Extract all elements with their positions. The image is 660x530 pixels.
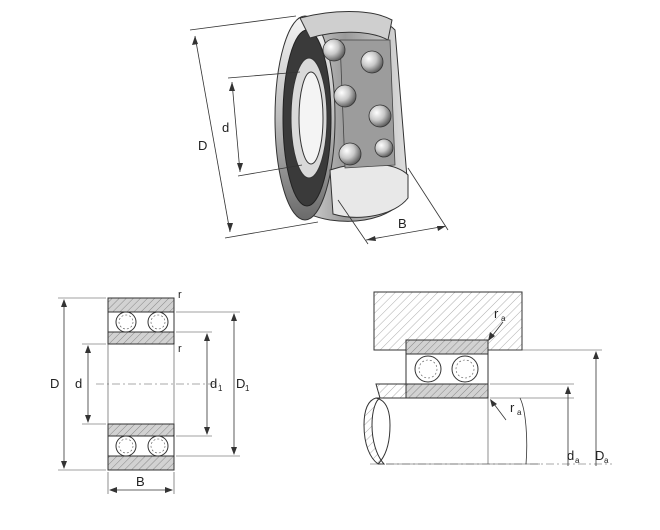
section-label-B: B — [136, 474, 145, 489]
iso-cage — [339, 39, 396, 169]
section-view: D d d 1 D 1 r r B — [50, 289, 250, 494]
mounting-view: d a D a r a r a — [363, 291, 612, 466]
mount-label-ra-top: r — [494, 306, 499, 321]
iso-ball — [333, 84, 357, 108]
iso-ball — [374, 138, 394, 158]
section-label-r-top: r — [178, 289, 182, 301]
section-label-D1-sub: 1 — [245, 384, 250, 393]
mount-label-Da: D — [595, 448, 604, 463]
mount-label-ra-top-sub: a — [501, 314, 506, 323]
iso-bearing-view: D d B — [189, 11, 449, 245]
mount-inner-ring — [405, 383, 489, 399]
iso-bore — [298, 71, 324, 165]
iso-label-B: B — [398, 216, 407, 231]
mount-label-da: d — [567, 448, 574, 463]
mount-label-Da-sub: a — [604, 456, 609, 465]
section-label-D: D — [50, 376, 59, 391]
mount-label-da-sub: a — [575, 456, 580, 465]
iso-dim-D-line — [194, 35, 231, 233]
mount-label-ra-bottom: r — [510, 400, 515, 415]
iso-ball — [338, 142, 362, 166]
shaft-section — [363, 383, 407, 465]
section-label-d: d — [75, 376, 82, 391]
section-label-d1: d — [210, 376, 217, 391]
section-label-r-mid: r — [178, 343, 182, 355]
section-outer-ring-top — [107, 297, 175, 313]
section-label-D1: D — [236, 376, 245, 391]
section-inner-ring-bottom — [107, 423, 175, 437]
iso-ball — [322, 38, 346, 62]
iso-ball — [368, 104, 392, 128]
section-label-d1-sub: 1 — [218, 384, 223, 393]
section-inner-ring-top — [107, 331, 175, 345]
iso-label-D: D — [198, 138, 207, 153]
iso-ball — [360, 50, 384, 74]
mount-outer-ring — [405, 339, 489, 355]
iso-dim-d-line — [231, 81, 241, 173]
mount-label-ra-bottom-sub: a — [517, 408, 522, 417]
iso-cutaway-bottom — [329, 163, 409, 218]
section-outer-ring-bottom — [107, 455, 175, 471]
iso-dim-B-line — [365, 225, 447, 241]
iso-label-d: d — [222, 120, 229, 135]
